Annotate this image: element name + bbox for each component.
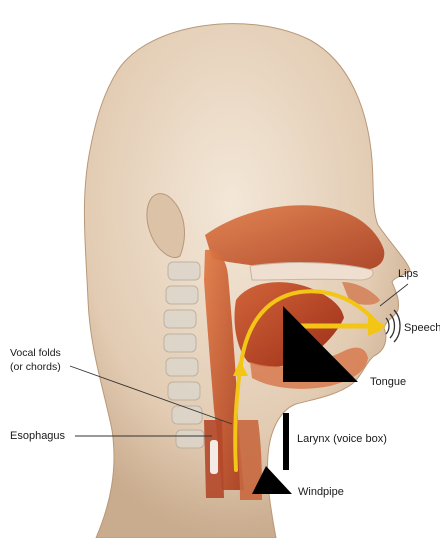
label-speech: Speech xyxy=(404,322,440,335)
label-lips: Lips xyxy=(398,268,418,281)
esophagus-highlight xyxy=(210,440,218,474)
larynx-marker-bar xyxy=(283,413,289,470)
label-esophagus: Esophagus xyxy=(10,430,65,443)
label-tongue: Tongue xyxy=(370,376,406,389)
label-windpipe: Windpipe xyxy=(298,486,344,499)
label-larynx: Larynx (voice box) xyxy=(297,433,387,446)
label-vocal-folds: Vocal folds xyxy=(10,347,61,360)
label-vocal-folds-sub: (or chords) xyxy=(10,361,61,374)
